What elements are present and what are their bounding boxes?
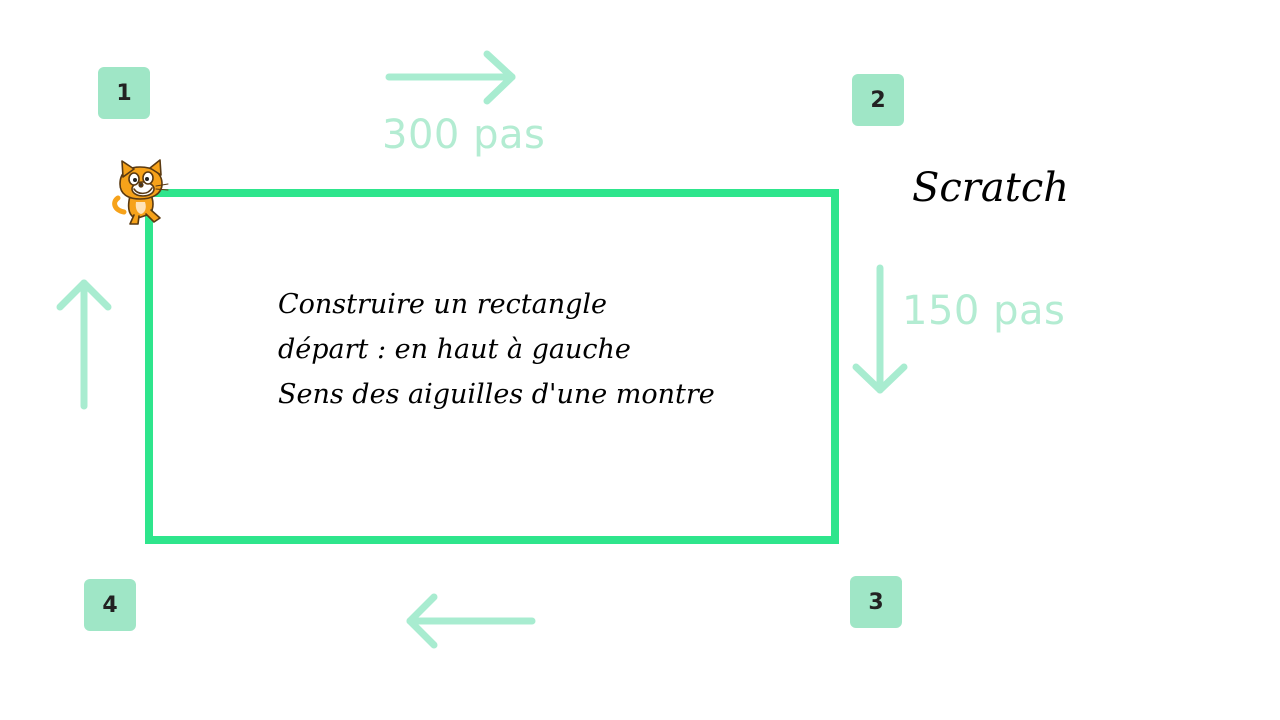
arrow-down-icon (852, 264, 908, 394)
corner-badge-2: 2 (852, 74, 904, 126)
instruction-line-1: Construire un rectangle (278, 289, 608, 320)
instruction-line-2: départ : en haut à gauche (278, 334, 631, 365)
arrow-up-icon (56, 279, 112, 410)
rectangle-path (145, 189, 839, 544)
corner-badge-4: 4 (84, 579, 136, 631)
step-label-right: 150 pas (902, 288, 1066, 334)
arrow-right-icon (385, 50, 516, 105)
instructions-text: Construire un rectangle départ : en haut… (278, 282, 715, 417)
instruction-line-3: Sens des aiguilles d'une montre (278, 379, 715, 410)
arrow-left-icon (406, 593, 536, 649)
corner-badge-3: 3 (850, 576, 902, 628)
page-title: Scratch (912, 165, 1070, 211)
scratch-cat-icon (112, 159, 169, 225)
corner-badge-1: 1 (98, 67, 150, 119)
step-label-top: 300 pas (382, 112, 546, 158)
